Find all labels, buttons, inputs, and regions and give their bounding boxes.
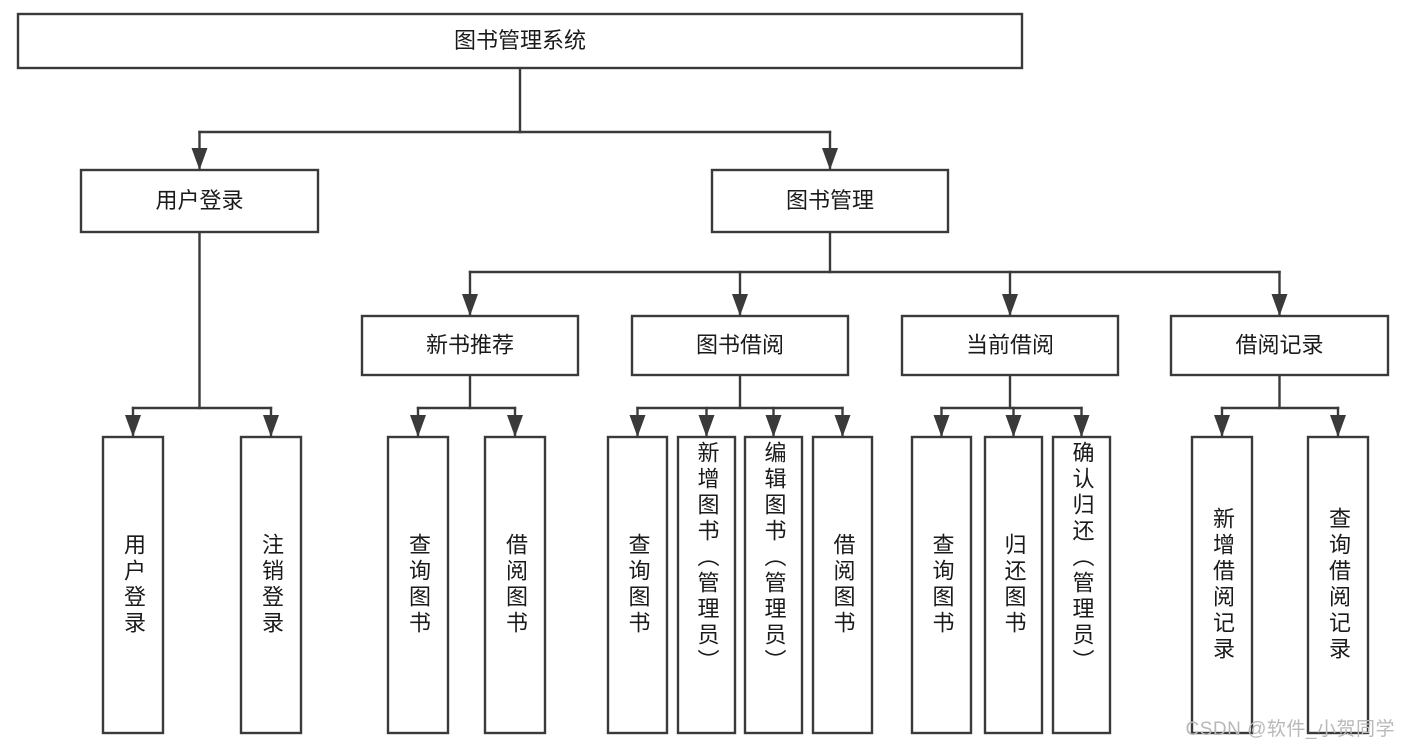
level2-node-box[interactable] — [79, 168, 320, 234]
leaf-node-box[interactable] — [1190, 435, 1254, 735]
arrow-head-icon — [933, 415, 950, 437]
arrow-head-icon — [263, 415, 279, 437]
level2-node-box[interactable] — [710, 168, 950, 234]
leaf-node-box[interactable] — [811, 435, 874, 735]
node-box-layer — [16, 12, 1390, 735]
arrow-head-icon — [765, 415, 782, 437]
arrow-head-icon — [1271, 294, 1288, 316]
level3-node-label: 图书借阅 — [696, 332, 784, 357]
arrow-head-icon — [410, 415, 426, 437]
root-node-box[interactable] — [16, 12, 1024, 70]
leaf-node-box[interactable] — [1051, 435, 1112, 735]
level3-node-box[interactable] — [900, 314, 1120, 377]
arrow-head-icon — [1073, 415, 1090, 437]
arrow-head-icon — [1330, 415, 1346, 437]
level2-node-label: 用户登录 — [155, 188, 243, 213]
level3-node-box[interactable] — [630, 314, 850, 377]
level3-node-label: 借阅记录 — [1235, 332, 1323, 357]
level3-node-label: 当前借阅 — [966, 332, 1054, 357]
leaf-node-box[interactable] — [743, 435, 804, 735]
arrow-head-icon — [1214, 415, 1230, 437]
arrow-head-icon — [732, 294, 748, 316]
arrow-head-icon — [698, 415, 715, 437]
arrow-head-icon — [1002, 294, 1018, 316]
leaf-node-box[interactable] — [239, 435, 303, 735]
arrow-head-icon — [462, 294, 478, 316]
root-node-label: 图书管理系统 — [454, 28, 586, 53]
connector-layer — [125, 66, 1346, 439]
arrow-head-icon — [191, 148, 208, 170]
arrow-head-icon — [1005, 415, 1022, 437]
leaf-node-box[interactable] — [910, 435, 973, 735]
leaf-node-box[interactable] — [483, 435, 547, 735]
arrow-head-icon — [629, 415, 646, 437]
csdn-watermark: CSDN @软件_小贺同学 — [1185, 719, 1395, 740]
leaf-node-box[interactable] — [606, 435, 669, 735]
level3-node-box[interactable] — [1169, 314, 1390, 377]
arrow-head-icon — [125, 415, 141, 437]
leaf-node-box[interactable] — [1306, 435, 1370, 735]
leaf-node-box[interactable] — [386, 435, 450, 735]
leaf-node-box[interactable] — [101, 435, 165, 735]
level3-node-label: 新书推荐 — [426, 332, 514, 357]
leaf-node-box[interactable] — [676, 435, 737, 735]
arrow-head-icon — [834, 415, 851, 437]
level3-node-box[interactable] — [360, 314, 580, 377]
arrow-head-icon — [507, 415, 523, 437]
leaf-node-box[interactable] — [983, 435, 1044, 735]
level2-node-label: 图书管理 — [786, 188, 874, 213]
arrow-head-icon — [822, 148, 838, 170]
